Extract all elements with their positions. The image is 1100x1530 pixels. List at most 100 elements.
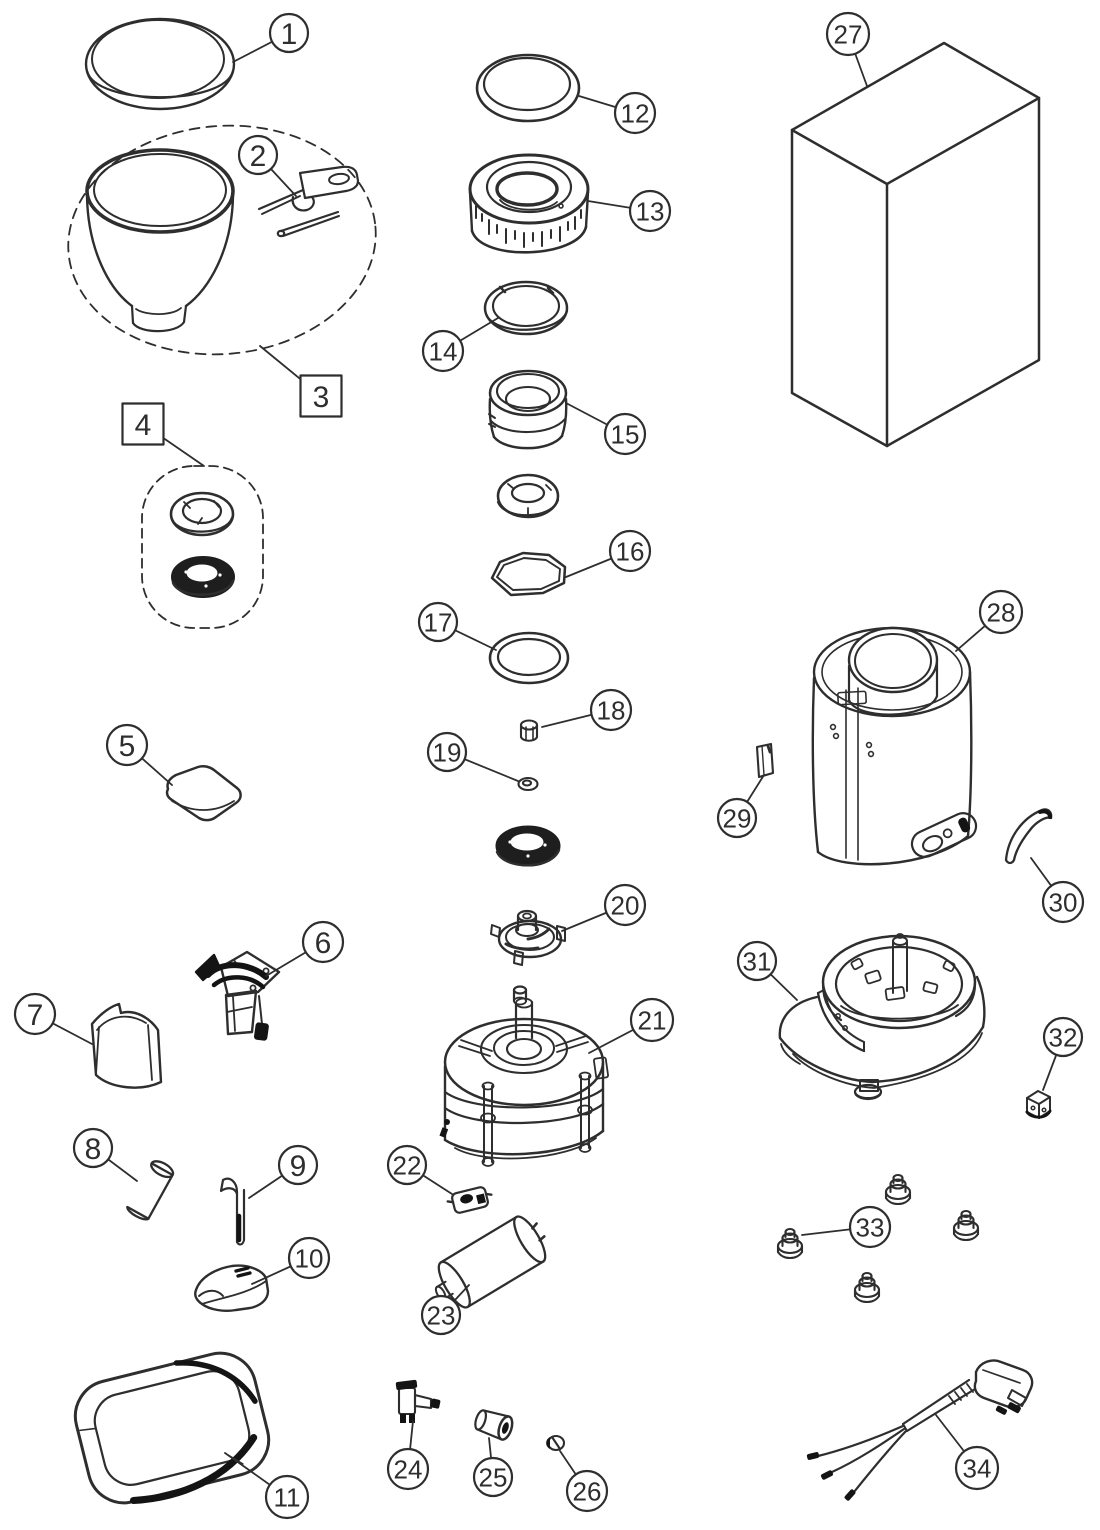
part-base [778,933,986,1101]
callout-10: 10 [287,1236,331,1280]
part-nut [519,719,539,742]
callout-number-33: 33 [856,1212,885,1242]
callout-29: 29 [716,797,758,839]
callout-circle-31 [736,940,778,982]
part-retaining-ring [490,551,567,597]
part-collar-ring [483,280,569,336]
part-upper-burr-ring [496,473,560,519]
callout-number-17: 17 [424,607,453,637]
callout-circle-1 [268,12,310,54]
callout-circle-22 [386,1144,428,1186]
callout-23: 23 [420,1294,462,1336]
callout-circle-25 [472,1456,514,1498]
callout-number-25: 25 [479,1462,508,1492]
callout-box-4 [121,402,165,446]
callout-number-34: 34 [963,1453,992,1483]
callout-31: 31 [736,940,778,982]
callout-number-4: 4 [135,409,152,442]
callout-number-12: 12 [621,98,650,128]
callout-circle-21 [629,997,675,1043]
callout-17: 17 [417,601,459,643]
leader-lines [34,32,1064,1498]
callout-number-23: 23 [427,1300,456,1330]
part-lower-burr-ring [495,825,561,867]
part-ring-12 [475,53,581,123]
callout-number-7: 7 [27,999,44,1032]
callout-21: 21 [629,997,675,1043]
callout-circle-6 [301,920,345,964]
foot-bottom [853,1271,881,1304]
callout-circle-23 [420,1294,462,1336]
part-hook-pin [219,1177,246,1246]
part-washer [517,776,539,792]
callout-number-3: 3 [313,381,330,414]
callout-number-6: 6 [315,927,332,960]
callout-circle-19 [426,731,468,773]
part-burr-set [141,465,264,629]
callout-circle-15 [603,412,647,456]
part-channel-clip [90,1002,163,1089]
callout-32: 32 [1042,1016,1084,1058]
part-lid-flap [165,764,242,822]
callout-20: 20 [603,883,647,927]
callout-number-26: 26 [573,1476,602,1506]
callout-number-31: 31 [743,946,772,976]
callout-2: 2 [237,134,279,176]
part-bracket [194,950,281,1041]
callout-number-24: 24 [394,1454,423,1484]
callout-5: 5 [105,723,149,767]
callout-16: 16 [608,529,652,573]
part-impeller [490,909,566,966]
callout-11: 11 [264,1474,310,1520]
part-cable-clamp [446,1186,493,1214]
callout-number-29: 29 [723,803,752,833]
callout-circle-29 [716,797,758,839]
callout-7: 7 [13,992,57,1036]
callout-number-27: 27 [834,19,863,49]
callout-number-2: 2 [250,140,267,173]
part-sleeve [126,1160,175,1221]
callout-number-16: 16 [616,536,645,566]
callout-number-13: 13 [636,196,665,226]
callout-13: 13 [628,189,672,233]
part-motor [439,985,609,1167]
part-carton-box [790,41,1041,448]
callout-circle-18 [589,688,633,732]
part-screw [546,1434,566,1452]
callout-circle-2 [237,134,279,176]
callout-circle-24 [386,1447,430,1491]
foot-right [952,1209,980,1242]
callout-circle-12 [613,91,657,135]
part-o-ring [488,631,570,685]
callout-circle-7 [13,992,57,1036]
callout-circle-33 [848,1205,892,1249]
callout-number-21: 21 [638,1005,667,1035]
callout-33: 33 [848,1205,892,1249]
callout-15: 15 [603,412,647,456]
callout-28: 28 [978,589,1024,635]
callout-number-8: 8 [85,1133,102,1166]
callout-circle-32 [1042,1016,1084,1058]
callout-4: 4 [121,402,165,446]
part-plate [755,742,775,779]
part-housing [811,626,978,866]
callout-circle-17 [417,601,459,643]
callout-number-5: 5 [119,730,136,763]
callout-number-15: 15 [611,419,640,449]
callout-3: 3 [299,374,343,418]
part-cleaning-tool [257,165,360,238]
callout-circle-14 [421,329,465,373]
callout-box-3 [299,374,343,418]
part-bushing [474,1409,514,1441]
callout-circle-10 [287,1236,331,1280]
callout-circle-5 [105,723,149,767]
part-trim-band [1004,808,1053,865]
callout-number-20: 20 [611,890,640,920]
callout-12: 12 [613,91,657,135]
callout-circle-28 [978,589,1024,635]
callout-6: 6 [301,920,345,964]
callout-14: 14 [421,329,465,373]
callout-18: 18 [589,688,633,732]
